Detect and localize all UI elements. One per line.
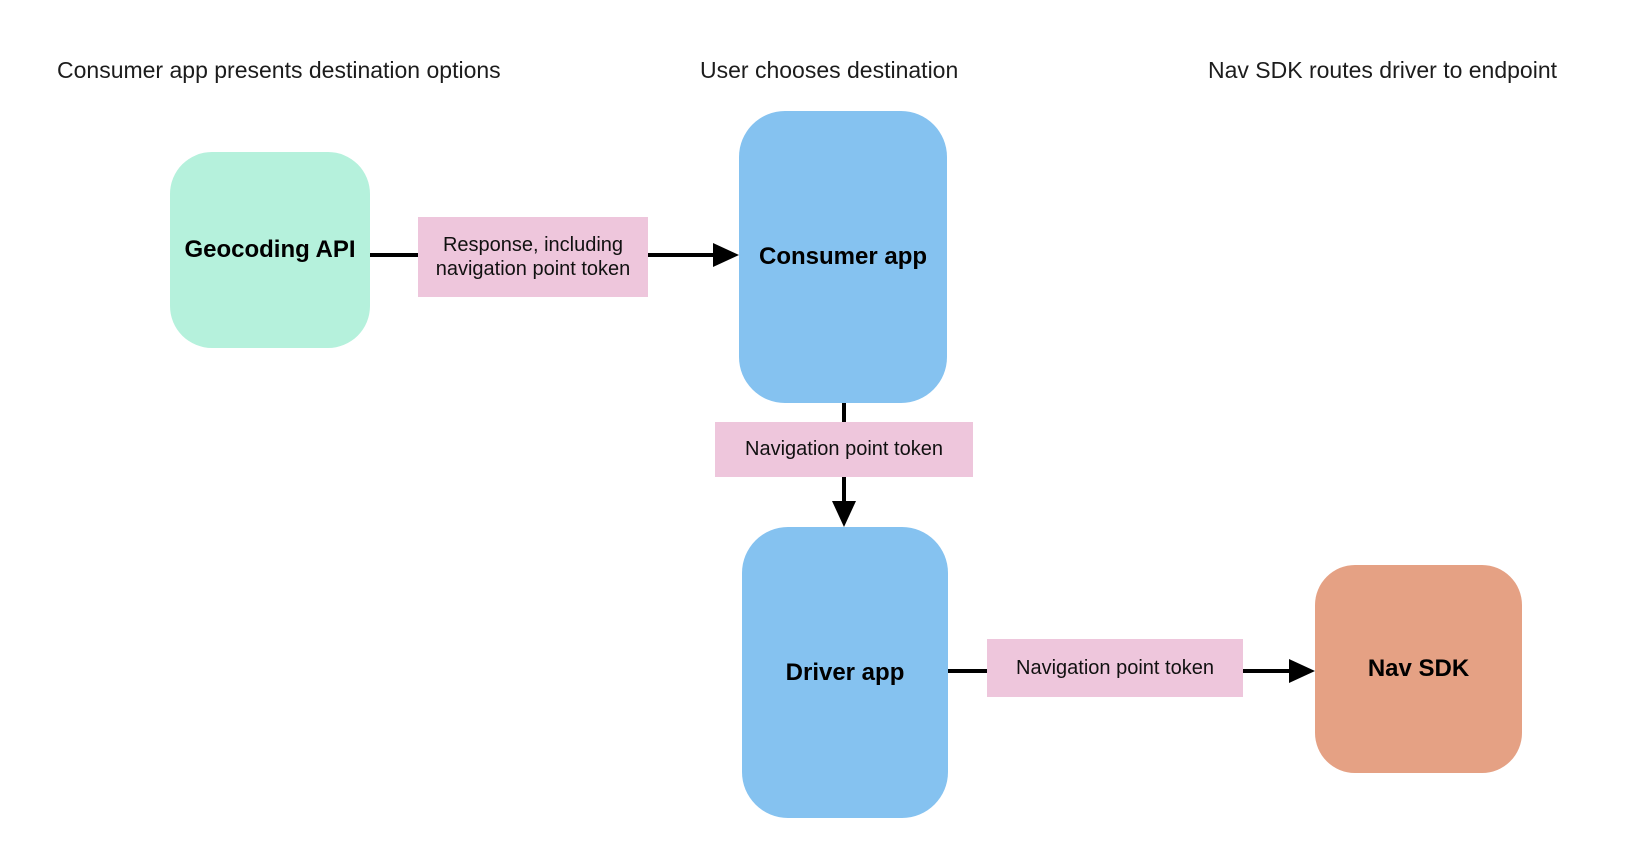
arrowhead-right-icon bbox=[713, 243, 739, 267]
node-label-geocoding-api: Geocoding API bbox=[184, 236, 356, 263]
edge-label-navigation-point-token-2: Navigation point token bbox=[987, 639, 1243, 697]
stage-heading-consumer-presents-options: Consumer app presents destination option… bbox=[57, 57, 501, 83]
arrowhead-down-icon bbox=[832, 501, 856, 527]
arrowhead-right-icon bbox=[1289, 659, 1315, 683]
node-driver-app: Driver app bbox=[742, 527, 948, 818]
node-label-consumer-app: Consumer app bbox=[758, 243, 928, 270]
stage-heading-navsdk-routes-driver: Nav SDK routes driver to endpoint bbox=[1208, 57, 1558, 83]
node-geocoding-api: Geocoding API bbox=[170, 152, 370, 348]
node-consumer-app: Consumer app bbox=[739, 111, 947, 403]
node-label-driver-app: Driver app bbox=[785, 658, 905, 686]
node-nav-sdk: Nav SDK bbox=[1315, 565, 1522, 773]
node-label-nav-sdk: Nav SDK bbox=[1367, 655, 1470, 682]
stage-heading-user-chooses-destination: User chooses destination bbox=[700, 57, 959, 83]
edge-label-response-including-token: Response, including navigation point tok… bbox=[418, 217, 648, 297]
edge-label-navigation-point-token-1: Navigation point token bbox=[715, 422, 973, 477]
